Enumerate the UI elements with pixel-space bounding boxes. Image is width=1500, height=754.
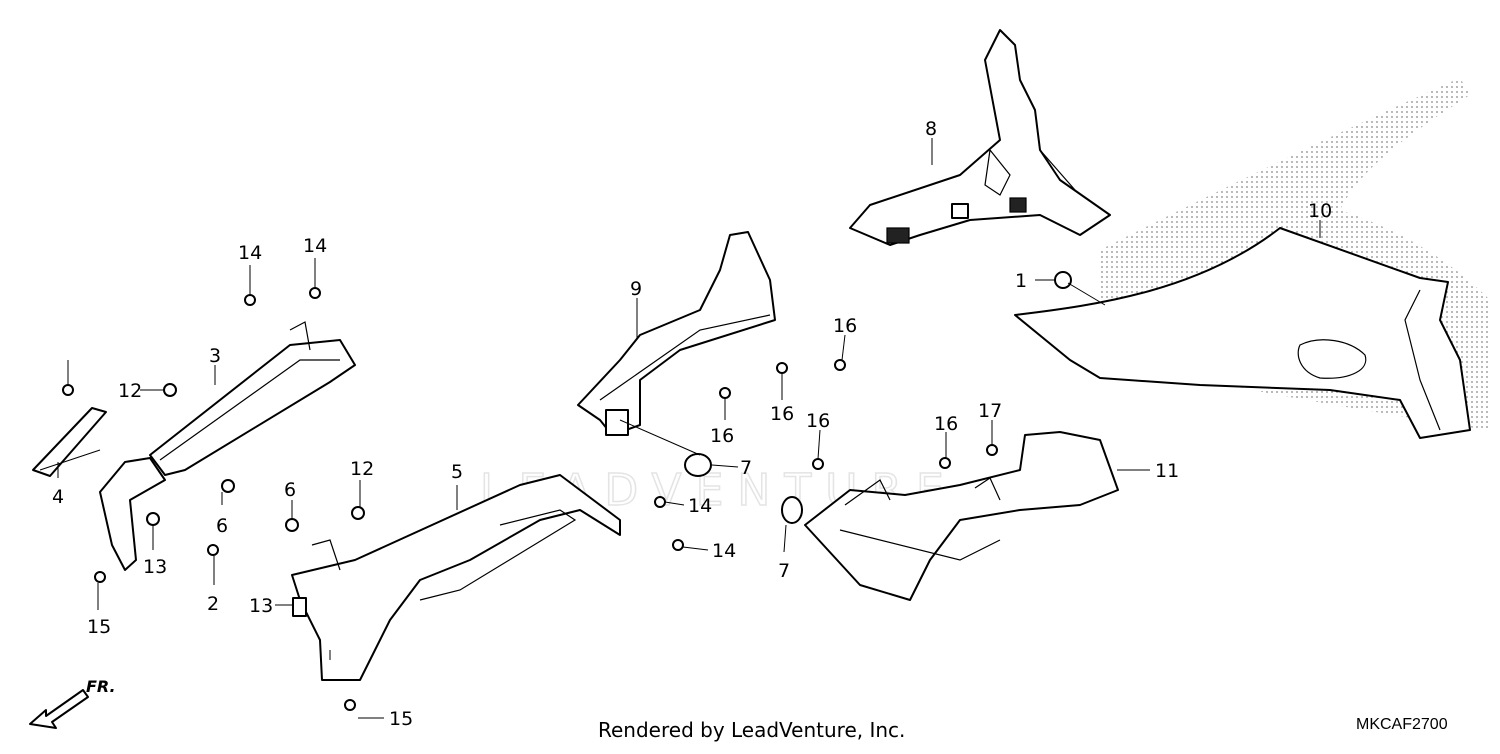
part-5-lower-cover[interactable] [291,474,621,681]
callout-2[interactable]: 2 [207,593,219,615]
callout-15[interactable]: 15 [389,708,413,730]
callout-14[interactable]: 14 [303,235,327,257]
callout-15[interactable]: 15 [87,616,111,638]
callout-7[interactable]: 7 [778,560,790,582]
part-11-lower-right-cover[interactable] [804,431,1119,601]
part-10-right-panel[interactable] [1014,227,1471,439]
direction-label: FR. [86,677,116,696]
callout-13[interactable]: 13 [143,556,167,578]
part-8-upper-cover[interactable] [849,29,1111,246]
callout-16[interactable]: 17 [978,400,1002,422]
callout-10[interactable]: 10 [1308,200,1332,222]
part-9-middle-bracket[interactable] [577,231,776,436]
arrow-icon [29,689,89,729]
callout-12[interactable]: 12 [118,380,142,402]
callout-13[interactable]: 13 [249,595,273,617]
leader-lines [39,138,1321,719]
callout-14[interactable]: 14 [712,540,736,562]
callout-3[interactable]: 3 [209,345,221,367]
callout-16[interactable]: 16 [770,403,794,425]
callout-16[interactable]: 16 [833,315,857,337]
callout-16[interactable]: 16 [806,410,830,432]
diagram-code: MKCAF2700 [1356,716,1448,733]
callout-14[interactable]: 14 [238,242,262,264]
callout-4[interactable]: 4 [52,486,64,508]
callout-labels: 1 2 3 4 5 6 6 7 7 8 9 10 11 12 12 13 13 … [52,118,1332,730]
front-direction-arrow: FR. [28,672,128,732]
callout-8[interactable]: 8 [925,118,937,140]
callout-12[interactable]: 12 [350,458,374,480]
left-bracket[interactable] [99,457,166,571]
callout-6[interactable]: 6 [284,479,296,501]
callout-9[interactable]: 9 [630,278,642,300]
part-4-strip[interactable] [32,407,107,477]
callout-5[interactable]: 5 [451,461,463,483]
callout-16[interactable]: 16 [710,425,734,447]
callout-1[interactable]: 1 [1015,270,1027,292]
fasteners [62,271,1072,711]
callout-7[interactable]: 7 [740,457,752,479]
credit-text: Rendered by LeadVenture, Inc. [598,718,906,742]
callout-11[interactable]: 11 [1155,460,1179,482]
callout-14[interactable]: 14 [688,495,712,517]
callout-16[interactable]: 16 [934,413,958,435]
part-3-rail[interactable] [149,321,356,476]
callout-6[interactable]: 6 [216,515,228,537]
